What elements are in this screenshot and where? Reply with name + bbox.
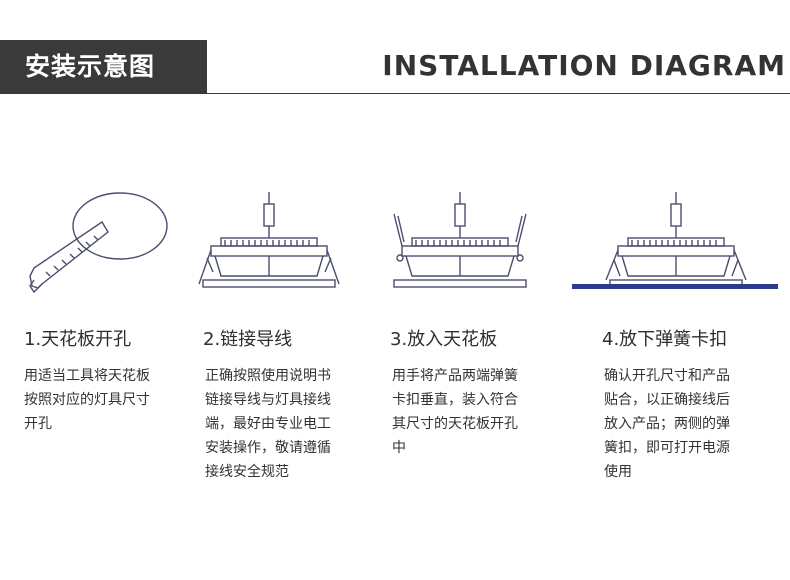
step-3-title: 3.放入天花板	[390, 329, 498, 350]
step-1-title: 1.天花板开孔	[24, 329, 132, 350]
step-2-title: 2.链接导线	[203, 329, 293, 350]
step-2-text: 正确按照使用说明书 链接导线与灯具接线 端，最好由专业电工 安装操作，敬请遵循 …	[205, 368, 331, 480]
step-4-title: 4.放下弹簧卡扣	[602, 329, 728, 350]
step-3-text: 用手将产品两端弹簧 卡扣垂直，装入符合 其尺寸的天花板开孔 中	[392, 368, 518, 456]
header-rule	[207, 93, 790, 94]
wiring-illustration	[198, 192, 340, 288]
title-en: INSTALLATION DIAGRAM	[382, 49, 786, 82]
saw-cut-illustration	[29, 192, 168, 294]
step-4-text: 确认开孔尺寸和产品 贴合，以正确接线后 放入产品；两侧的弹 簧扣，即可打开电源 …	[604, 368, 730, 480]
step-1-text: 用适当工具将天花板 按照对应的灯具尺寸 开孔	[24, 368, 150, 432]
release-clips-illustration	[572, 192, 778, 289]
title-cn: 安装示意图	[0, 40, 207, 94]
insert-illustration	[393, 192, 527, 288]
